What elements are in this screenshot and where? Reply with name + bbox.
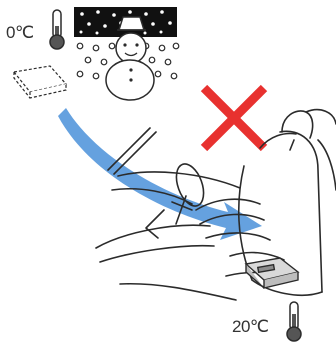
- warm-thermometer-icon: [287, 302, 301, 341]
- cold-thermometer-icon: [50, 10, 64, 49]
- prohibited-cross-icon: [204, 88, 264, 148]
- outside-temperature-label: 0℃: [6, 24, 34, 41]
- device-outside-icon: [14, 66, 66, 98]
- airflow-arrow: [58, 108, 262, 240]
- inside-temperature-label: 20℃: [232, 318, 269, 335]
